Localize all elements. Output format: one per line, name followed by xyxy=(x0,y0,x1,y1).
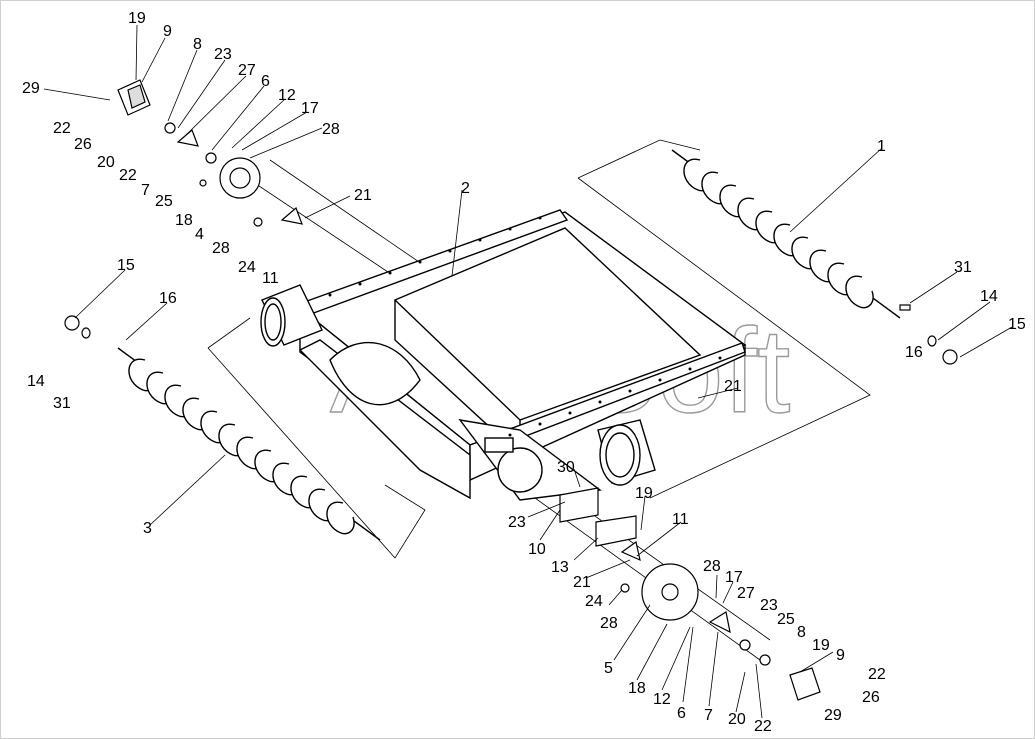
callout: 11 xyxy=(672,511,689,528)
callout: 30 xyxy=(557,459,575,476)
callout: 28 xyxy=(212,240,230,257)
callout-labels: 19 9 8 23 29 27 6 12 17 28 22 26 20 22 7… xyxy=(22,10,1026,735)
callout: 21 xyxy=(724,378,742,395)
callout: 15 xyxy=(117,257,135,274)
callout: 14 xyxy=(980,288,998,305)
callout: 9 xyxy=(836,647,845,664)
callout: 19 xyxy=(128,10,146,27)
edge-holes xyxy=(328,216,722,437)
callout: 17 xyxy=(725,569,743,586)
callout: 20 xyxy=(728,711,746,728)
callout: 2 xyxy=(461,180,470,197)
hardware-upper-left xyxy=(64,79,303,339)
callout: 5 xyxy=(604,660,613,677)
hardware-lower-right xyxy=(559,304,958,701)
callout: 29 xyxy=(824,707,842,724)
callout: 21 xyxy=(573,574,591,591)
callout: 18 xyxy=(175,212,193,229)
callout: 3 xyxy=(143,520,152,537)
callout: 22 xyxy=(119,167,137,184)
callout: 28 xyxy=(600,615,618,632)
callout: 8 xyxy=(193,36,202,53)
callout: 25 xyxy=(777,611,795,628)
callout: 26 xyxy=(862,689,880,706)
callout: 27 xyxy=(737,585,755,602)
callout: 29 xyxy=(22,80,40,97)
callout: 7 xyxy=(141,182,150,199)
auger-1 xyxy=(671,149,901,319)
callout: 21 xyxy=(354,187,372,204)
callout: 10 xyxy=(528,541,546,558)
callout: 24 xyxy=(238,259,256,276)
callout: 12 xyxy=(278,87,296,104)
callout: 31 xyxy=(954,259,972,276)
callout: 14 xyxy=(27,373,45,390)
trough-body xyxy=(295,209,747,501)
callout: 19 xyxy=(812,637,830,654)
leader-lines xyxy=(43,24,1013,719)
callout: 16 xyxy=(905,344,923,361)
callout: 8 xyxy=(797,624,806,641)
callout: 26 xyxy=(74,136,92,153)
pipe-collars xyxy=(260,284,656,486)
callout: 13 xyxy=(551,559,569,576)
callout: 25 xyxy=(155,193,173,210)
callout: 1 xyxy=(877,138,886,155)
callout: 15 xyxy=(1008,316,1026,333)
callout: 12 xyxy=(653,691,671,708)
callout: 22 xyxy=(868,666,886,683)
callout: 6 xyxy=(261,73,270,90)
callout: 20 xyxy=(97,154,115,171)
callout: 27 xyxy=(238,62,256,79)
auger-3 xyxy=(117,347,381,541)
callout: 4 xyxy=(195,226,204,243)
callout: 6 xyxy=(677,705,686,722)
callout: 7 xyxy=(704,707,713,724)
callout: 11 xyxy=(262,270,279,287)
callout: 31 xyxy=(53,395,71,412)
callout: 22 xyxy=(754,718,772,735)
callout: 24 xyxy=(585,593,603,610)
callout: 18 xyxy=(628,680,646,697)
callout: 22 xyxy=(53,120,71,137)
callout: 23 xyxy=(760,597,778,614)
callout: 16 xyxy=(159,290,177,307)
callout: 28 xyxy=(322,121,340,138)
callout: 19 xyxy=(635,485,653,502)
callout: 9 xyxy=(163,23,172,40)
callout: 28 xyxy=(703,558,721,575)
callout: 17 xyxy=(301,100,319,117)
callout: 23 xyxy=(214,46,232,63)
callout: 23 xyxy=(508,514,526,531)
